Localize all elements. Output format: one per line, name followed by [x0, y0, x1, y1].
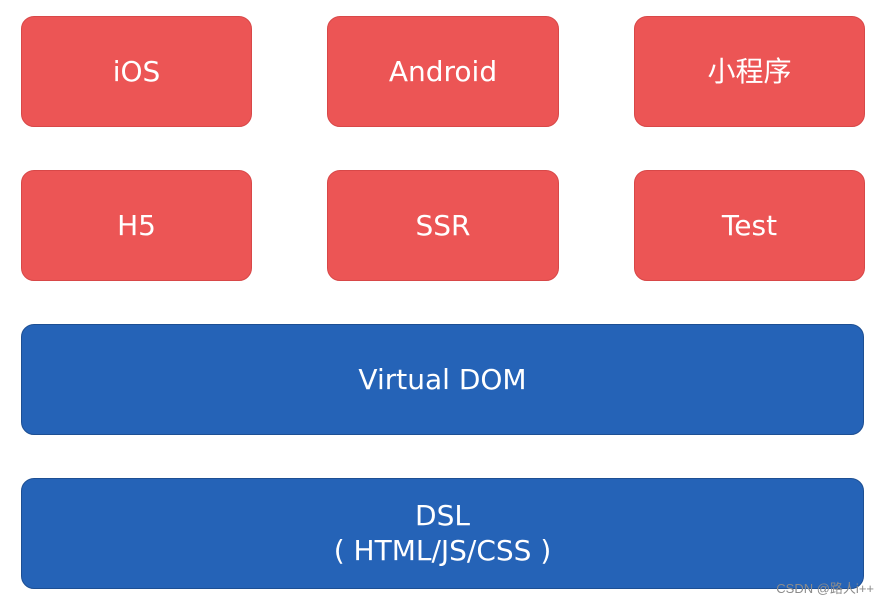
platform-box-ssr: SSR	[327, 170, 559, 281]
platform-label: H5	[117, 208, 156, 242]
platform-label: 小程序	[707, 54, 792, 88]
dsl-sublabel: ( HTML/JS/CSS )	[333, 533, 552, 567]
platform-box-android: Android	[327, 16, 559, 127]
dsl-layer: DSL ( HTML/JS/CSS )	[21, 478, 864, 589]
watermark: CSDN @路人i++	[776, 581, 874, 596]
platform-box-mini-program: 小程序	[634, 16, 865, 127]
platform-box-test: Test	[634, 170, 865, 281]
platform-label: Test	[721, 208, 778, 242]
virtual-dom-label: Virtual DOM	[358, 362, 527, 396]
platform-label: Android	[388, 54, 498, 88]
platform-label: iOS	[112, 54, 161, 88]
platform-box-ios: iOS	[21, 16, 252, 127]
platform-label: SSR	[415, 208, 471, 242]
platform-box-h5: H5	[21, 170, 252, 281]
dsl-text-block: DSL ( HTML/JS/CSS )	[334, 499, 552, 567]
dsl-label: DSL	[415, 499, 470, 533]
virtual-dom-layer: Virtual DOM	[21, 324, 864, 435]
